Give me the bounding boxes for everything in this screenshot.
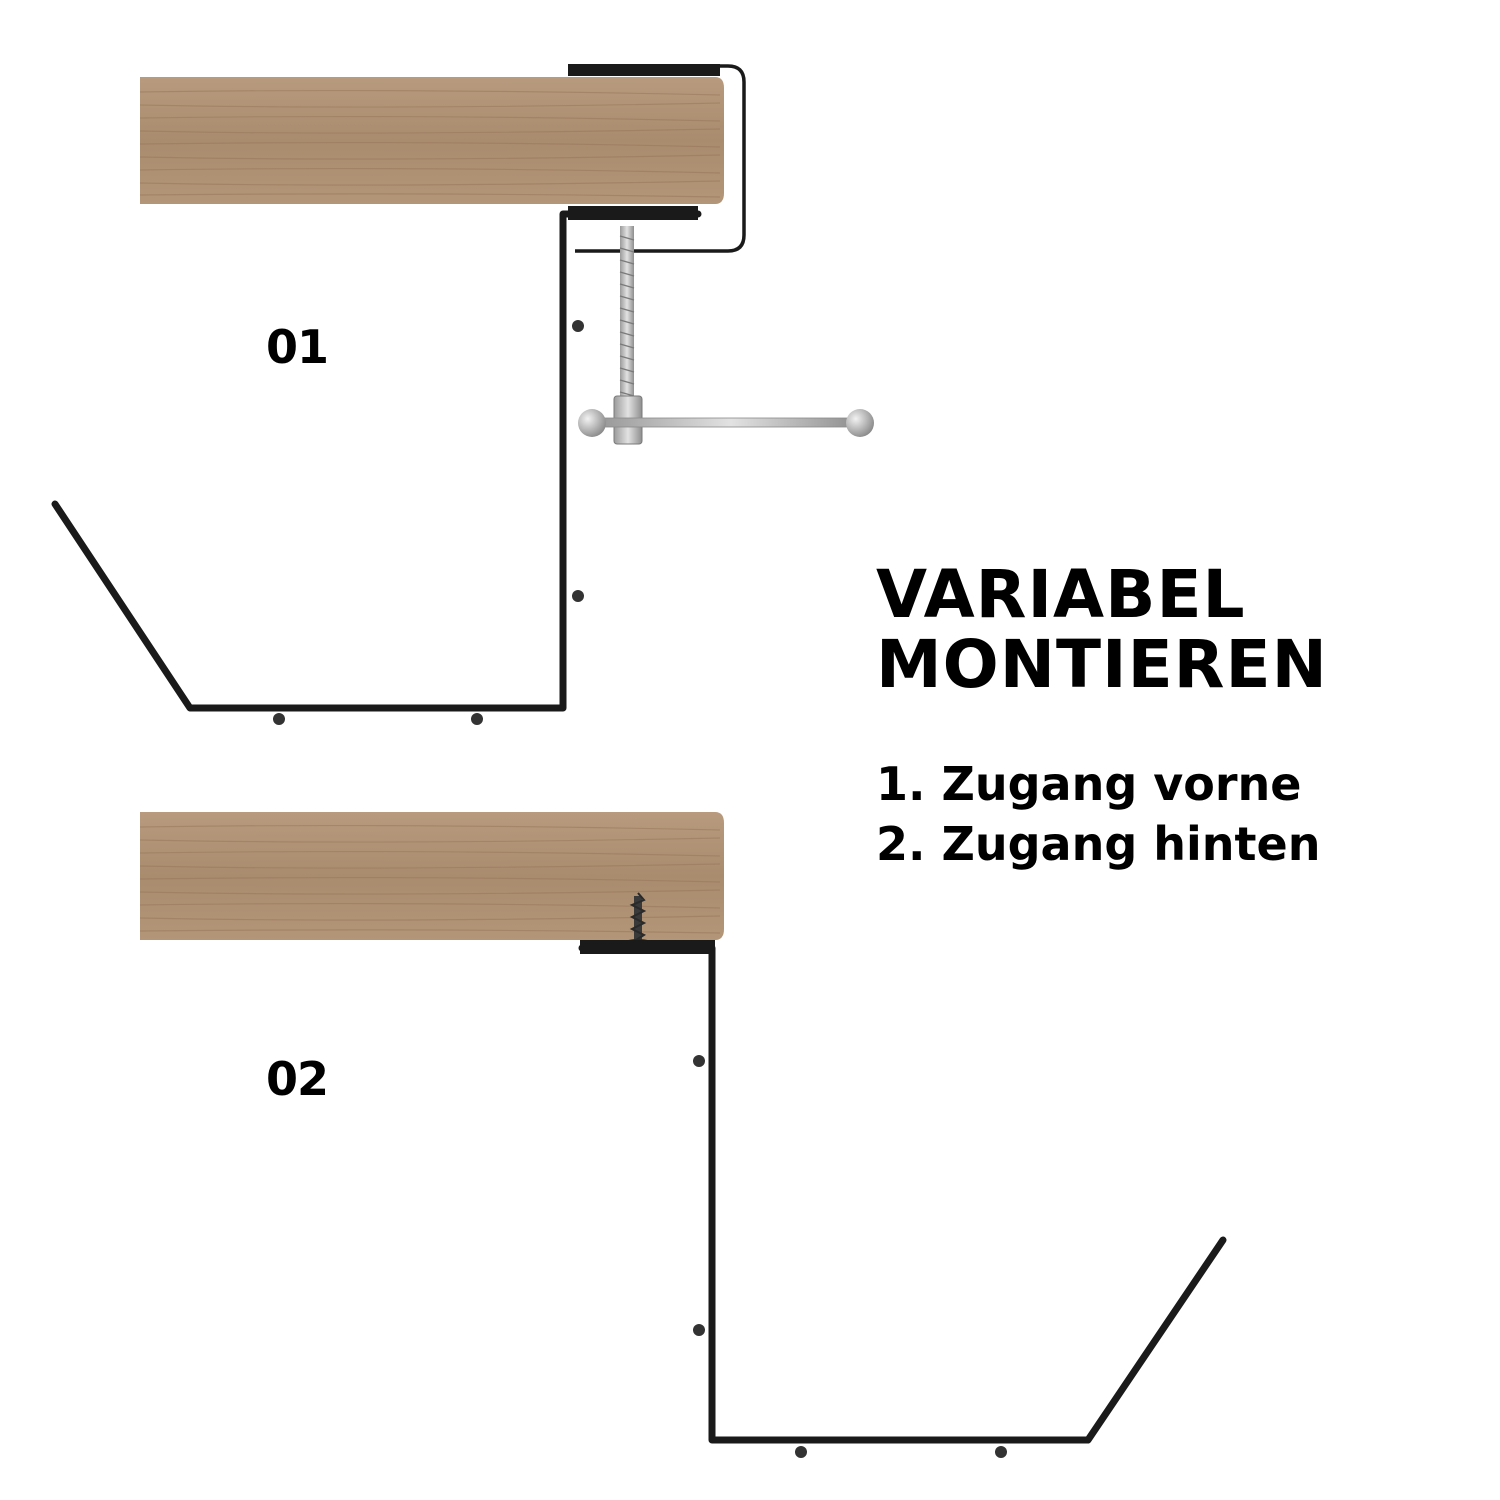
variant-label-01: 01 — [266, 320, 329, 374]
clamp-screw-icon — [578, 226, 874, 445]
frame-stud — [273, 713, 285, 725]
tabletop-2 — [139, 812, 724, 940]
frame-stud — [471, 713, 483, 725]
tray-frame-1 — [51, 210, 702, 712]
frame-stud — [572, 320, 584, 332]
heading-line-2: MONTIEREN — [876, 626, 1328, 703]
variant-02-screw-mount — [139, 812, 1227, 1458]
tray-frame-2 — [578, 944, 1227, 1444]
step-item: 2. Zugang hinten — [876, 817, 1321, 871]
frame-stud — [693, 1055, 705, 1067]
step-item: 1. Zugang vorne — [876, 757, 1302, 811]
frame-stud — [795, 1446, 807, 1458]
steps-list: 1. Zugang vorne 2. Zugang hinten — [876, 754, 1320, 874]
variant-label-02: 02 — [266, 1052, 329, 1106]
frame-stud — [995, 1446, 1007, 1458]
frame-stud — [572, 590, 584, 602]
frame-stud — [693, 1324, 705, 1336]
clamp-top-plate — [568, 64, 720, 76]
heading-line-1: VARIABEL — [876, 556, 1246, 633]
clamp-bracket — [570, 64, 746, 253]
heading: VARIABEL MONTIEREN — [876, 560, 1328, 700]
tabletop-1 — [139, 77, 724, 204]
variant-01-clamp-mount — [51, 64, 874, 725]
